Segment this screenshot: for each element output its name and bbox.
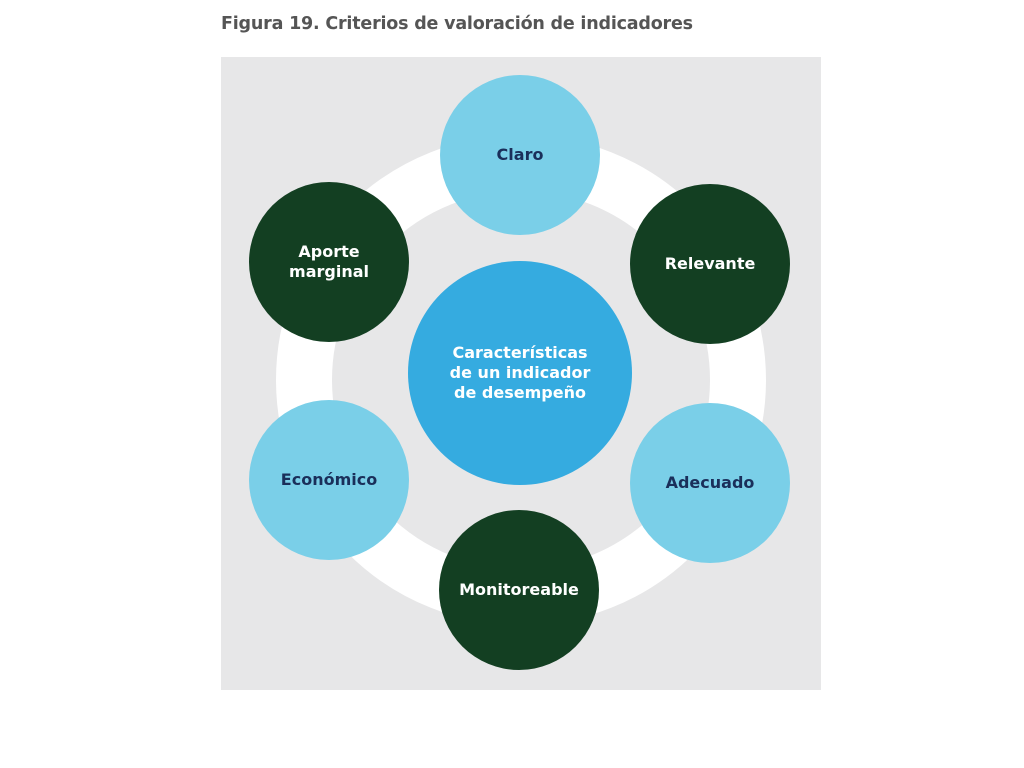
node-claro-label: Claro — [496, 145, 544, 164]
node-economico: Económico — [249, 400, 409, 560]
node-monitoreable-label: Monitoreable — [459, 580, 579, 599]
diagram-panel: Claro Relevante Adecuado Monitoreable Ec… — [221, 57, 821, 690]
node-economico-label: Económico — [280, 470, 378, 489]
center-node: Características de un indicador de desem… — [408, 261, 632, 485]
center-node-label: Características de un indicador de desem… — [449, 343, 591, 402]
node-adecuado: Adecuado — [630, 403, 790, 563]
figure-title: Figura 19. Criterios de valoración de in… — [221, 14, 693, 34]
node-adecuado-label: Adecuado — [665, 473, 755, 492]
node-aporte-marginal: Aporte marginal — [249, 182, 409, 342]
node-monitoreable: Monitoreable — [439, 510, 599, 670]
node-relevante: Relevante — [630, 184, 790, 344]
node-aporte-marginal-label: Aporte marginal — [289, 242, 369, 281]
node-relevante-label: Relevante — [664, 254, 756, 273]
node-claro: Claro — [440, 75, 600, 235]
